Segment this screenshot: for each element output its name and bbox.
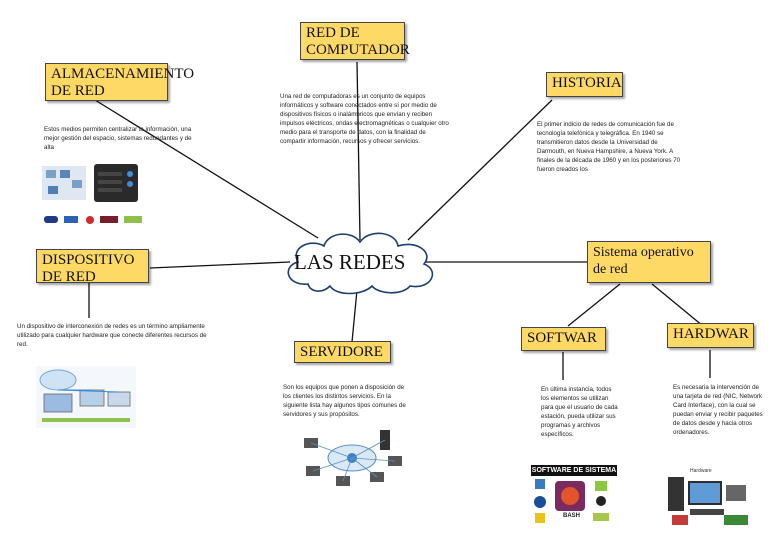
servers-network-image xyxy=(304,430,402,486)
bash-logo-label: BASH xyxy=(563,513,581,519)
connector-historia xyxy=(407,99,553,241)
hardware-image-title: Hardware xyxy=(690,468,712,474)
hardwar-description: Es necesaria la intervención de una tarj… xyxy=(673,384,763,436)
storage-devices-image xyxy=(42,164,142,224)
hardware-devices-image xyxy=(668,477,748,525)
node-red-computador: RED DE COMPUTADOR xyxy=(300,22,410,60)
node-historia: HISTORIA xyxy=(546,72,623,97)
node-hardwar: HARDWAR xyxy=(667,323,754,348)
connector-almacenamiento xyxy=(94,99,319,239)
connector-hardwar xyxy=(651,283,704,327)
node-servidore: SERVIDORE xyxy=(294,341,391,363)
connector-servidore xyxy=(351,289,358,343)
red-computador-description: Una red de computadoras es un conjunto d… xyxy=(280,93,449,145)
almacenamiento-description: Estos medios permiten centralizar la inf… xyxy=(44,126,192,151)
dispositivo-description: Un dispositivo de interconexión de redes… xyxy=(17,323,207,348)
connector-red-computador xyxy=(356,61,361,241)
software-image-title: SOFTWARE DE SISTEMA xyxy=(531,465,617,476)
node-softwar: SOFTWAR xyxy=(521,327,606,351)
node-almacenamiento: ALMACENAMIENTO DE RED xyxy=(45,63,194,101)
connector-dispositivo xyxy=(149,261,291,269)
central-title: LAS REDES xyxy=(294,250,406,274)
softwar-description: En última instancia, todos los elementos… xyxy=(541,386,618,438)
servidore-description: Son los equipos que ponen a disposición … xyxy=(283,384,406,418)
software-logos-image xyxy=(531,477,617,527)
connector-softwar xyxy=(567,283,621,327)
node-sistema-operativo: Sistema operativo de red xyxy=(587,241,711,283)
network-devices-image xyxy=(36,366,136,428)
historia-description: El primer indicio de redes de comunicaci… xyxy=(537,121,681,173)
central-cloud xyxy=(287,232,434,295)
node-dispositivo: DISPOSITIVO DE RED xyxy=(36,249,149,285)
